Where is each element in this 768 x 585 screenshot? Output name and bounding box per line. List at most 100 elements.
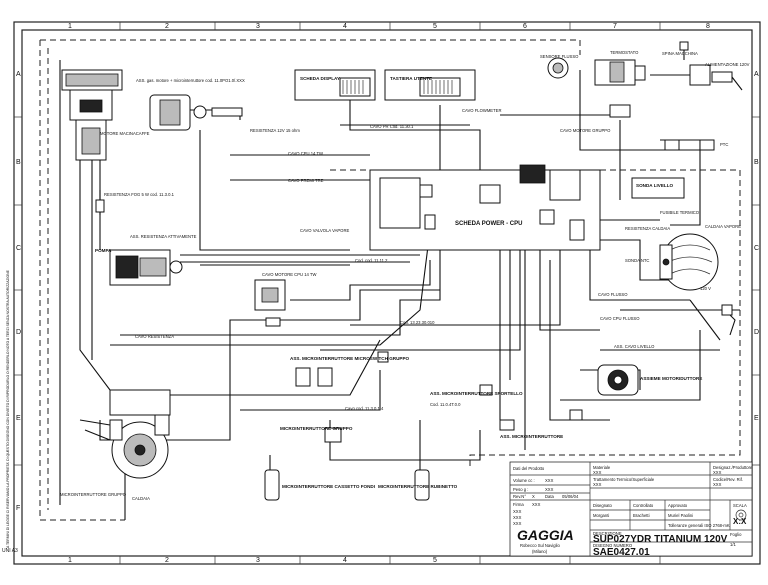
wire-label: RESISTENZA CALDAIA: [625, 226, 670, 231]
mains-label: ALIMENTAZIONE 120V: [705, 62, 750, 67]
keyboard-board: [384, 69, 476, 101]
title-block: [509, 461, 753, 557]
bottom-switch-label: MICROINTERRUTTORE GRUPPO: [60, 492, 127, 497]
wire-label: Cavo cod. 11.3.0.1.4: [345, 406, 384, 411]
grinder-motor: [61, 69, 123, 161]
signature-value: XXX: [532, 502, 541, 507]
boiler: [659, 233, 719, 291]
brand-logo: GAGGIA: [517, 527, 574, 543]
col-label: 7: [613, 23, 617, 30]
row-label: D: [16, 329, 21, 336]
treatment-value: XXX: [593, 482, 602, 487]
wire-label: CAVO FLUSSO: [598, 292, 628, 297]
inner-frame: [21, 29, 753, 557]
steam-motor-label: ASS. gas. motore + microinterruttore cod…: [136, 78, 245, 83]
wire-label: 120 V: [700, 286, 711, 291]
level-cable-label: ASS. CAVO LIVELLO: [614, 344, 655, 349]
col-label: 4: [343, 557, 347, 564]
wire-label: Cod. 13.23.30.010: [400, 320, 435, 325]
row-label: B: [16, 159, 21, 166]
row-labels: A B C D E F A B C D E: [16, 71, 759, 512]
brand-city: (Milano): [532, 549, 548, 554]
wire-labels: CAVO CPU 14 TW CAVO PREMI TRE CAVO PR Co…: [135, 108, 711, 411]
row-label: E: [16, 415, 21, 422]
volume-value: XXX: [545, 478, 554, 483]
row-label: C: [16, 245, 21, 252]
designation-label: Designaz./Produttore: [713, 465, 753, 470]
safety-res-label: RESISTENZA 12V 15 ohm: [250, 128, 300, 133]
wire-label: CAVO MOTORE GRUPPO: [560, 128, 611, 133]
display-board: [294, 69, 376, 101]
thermofuse-label: FUSIBILE TERMICO: [660, 210, 700, 215]
pos-switch-label: ASS. MICROINTERRUTTORE MICROSWITCH GRUPP…: [290, 356, 410, 361]
volume-label: Volume cc :: [513, 478, 535, 483]
date-value: 05/06/04: [562, 494, 579, 499]
col-label: 1: [68, 557, 72, 564]
flow-resistor: [95, 190, 105, 215]
extra-row: XXX: [513, 515, 522, 520]
cpu-board-label: SCHEDA POWER - CPU: [455, 221, 522, 227]
extra-row: XXX: [513, 521, 522, 526]
boiler-label: CALDAIA VAPORE: [705, 224, 741, 229]
sheet-label: Foglio: [730, 532, 742, 537]
cassetto-switch-label: MICROINTERRUTTORE CASSETTO FONDI: [282, 484, 375, 489]
row-label: A: [16, 71, 21, 78]
col-label: 1: [68, 23, 72, 30]
door-switch-code: Cod. 11.0.4T.0.0: [430, 402, 461, 407]
temp-probe-label: SONDA NTC: [625, 258, 649, 263]
row-label: C: [754, 245, 759, 252]
outer-frame: [13, 21, 761, 565]
tolerance-note: Tolleranze generali ISO 2768-mK: [668, 523, 730, 528]
col-label: 3: [256, 557, 260, 564]
pump-label: POMPA: [95, 248, 112, 253]
earth-plug-label: SPINA MACCHINA: [662, 51, 698, 56]
keyboard-board-label: TASTIERA UTENTE: [390, 76, 432, 81]
col-label: 2: [165, 557, 169, 564]
steam-valve: [609, 104, 715, 151]
wire-label: CAVO VALVOLA VAPORE: [300, 228, 349, 233]
door-switch: [479, 384, 493, 396]
sheet-value: 1/1: [730, 542, 736, 547]
group-microswitch: [324, 427, 342, 443]
mains-plug: [650, 41, 743, 91]
wire-label: CAVO CPU FLUSSO: [600, 316, 640, 321]
projection-symbol: [735, 509, 747, 521]
wire-label: CAVO CPU 14 TW: [288, 151, 323, 156]
group-switch-label: MICROINTERRUTTORE GRUPPO: [280, 426, 353, 431]
revision-label: Rev.N°: [513, 494, 526, 499]
brew-group: [79, 389, 171, 479]
drawing-number-label: DISEGNO NUMERO: [593, 543, 633, 548]
bottom-boiler-label: CALDAIA: [132, 496, 150, 501]
drawing-number: SAE0427.01: [593, 547, 650, 558]
heater-assy-label: ASS. RESISTENZA ATTIVAMENTE: [130, 234, 197, 239]
drawn-value: Morganti: [593, 513, 609, 518]
wire-label: CAVO RESISTENZA: [135, 334, 174, 339]
gear-motor-label: ASSIEME MOTORIDUTTORE: [640, 376, 702, 381]
row-label: F: [16, 505, 20, 512]
row-label: D: [754, 329, 759, 336]
weight-value: XXX: [545, 487, 554, 492]
column-labels-top: 1 2 3 4 5 6 7 8: [68, 23, 710, 30]
extra-switch: [499, 419, 515, 431]
rubinetto-switch: [414, 469, 430, 501]
flow-res-label: RESISTENZA FOG 5 W cod. 11.3.0.1: [104, 192, 175, 197]
legal-note: A TERMINI DI LEGGE CI RISERVIAMO LA PROP…: [6, 269, 10, 548]
col-label: 5: [433, 23, 437, 30]
motor-label: MOTORE MACINACAFFE: [100, 131, 150, 136]
drawn-label: Disegnato: [593, 503, 613, 508]
col-label: 4: [343, 23, 347, 30]
level-sensor-caption: CAVO MOTORE CPU 14 TW: [262, 272, 316, 277]
col-label: 3: [256, 23, 260, 30]
door-switch-label: ASS. MICROINTERRUTTORE SPORTELLO: [430, 391, 523, 396]
material-value: XXX: [593, 470, 602, 475]
code-ref-label: Codice/Rev. Rif.: [713, 477, 743, 482]
wire-label: CAVO FLOWMETER: [462, 108, 501, 113]
thermostat-label: TERMOSTATO: [610, 50, 639, 55]
title-block-text: Dati del Prodotto Volume cc : XXX Peso g…: [513, 465, 753, 558]
signature-label: Firma: [513, 502, 524, 507]
extra-row: XXX: [513, 509, 522, 514]
weight-label: Peso g :: [513, 487, 528, 492]
cpu-board: [369, 164, 601, 251]
treatment-label: Trattamento Termico/Superficiale: [593, 477, 655, 482]
